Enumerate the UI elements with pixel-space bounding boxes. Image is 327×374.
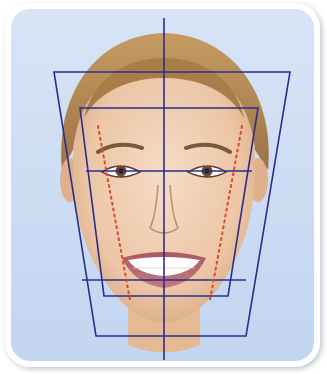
face-diagram [0, 0, 327, 374]
figure-canvas [0, 0, 327, 374]
